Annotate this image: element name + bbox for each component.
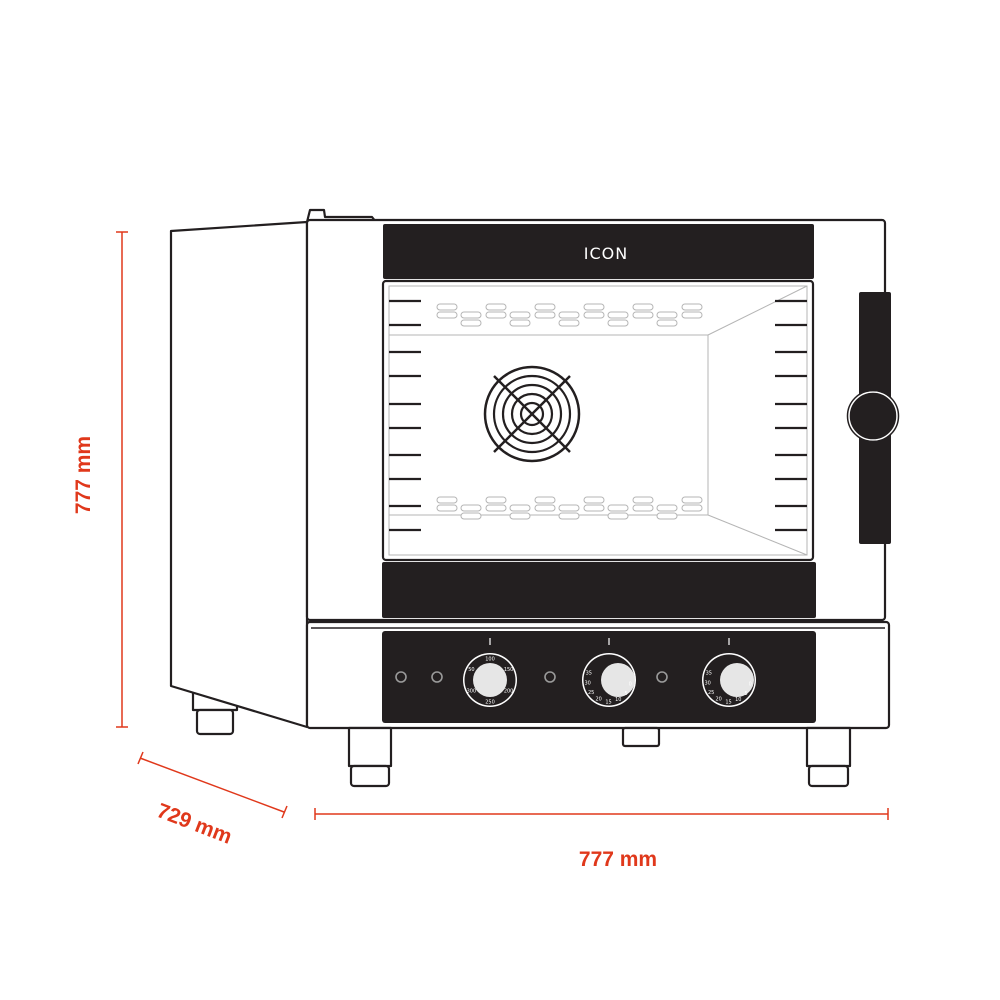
vent-slot xyxy=(656,512,678,520)
indicator-light-1 xyxy=(395,671,407,683)
vent-slot xyxy=(534,504,556,512)
knob-scale-label: 15 xyxy=(605,699,611,705)
knob-scale-label: 10 xyxy=(615,697,621,703)
vent-slot xyxy=(583,303,605,311)
vent-slot xyxy=(656,311,678,319)
vent-slot xyxy=(436,504,458,512)
knob-scale-label: 35 xyxy=(706,670,712,676)
indicator-light-3 xyxy=(544,671,556,683)
vent-slot xyxy=(485,311,507,319)
depth-dimension-label: 729 mm xyxy=(154,799,235,849)
knob-scale-label: 150 xyxy=(504,667,514,673)
foot-front-right xyxy=(805,726,852,788)
indicator-light-4 xyxy=(656,671,668,683)
door-header-band xyxy=(383,224,814,279)
vent-slot xyxy=(607,311,629,319)
oven-side-panel xyxy=(169,220,309,729)
vent-slot xyxy=(436,496,458,504)
vent-slot xyxy=(436,311,458,319)
knob-scale-label: 100 xyxy=(485,656,495,662)
vent-slot xyxy=(460,512,482,520)
vent-slot xyxy=(485,504,507,512)
temperature-knob[interactable]: 50 100 150 200 250 300 xyxy=(463,638,517,707)
knob-scale-label: 30 xyxy=(585,681,591,687)
oven-cavity xyxy=(381,279,815,562)
temperature-knob-scale: 50 100 150 200 250 300 xyxy=(467,656,514,705)
brand-label: ICON xyxy=(584,244,628,263)
knob-scale-label: 30 xyxy=(705,681,711,687)
vent-slot xyxy=(534,311,556,319)
vent-slot xyxy=(583,311,605,319)
door-handle[interactable] xyxy=(846,292,900,544)
vent-slot xyxy=(509,504,531,512)
vent-slot xyxy=(607,512,629,520)
rack-rails-left xyxy=(389,299,421,532)
door-bottom-band xyxy=(382,562,816,618)
indicator-light-2 xyxy=(431,671,443,683)
knob-scale-label: 0 xyxy=(629,682,632,688)
vent-slot xyxy=(681,311,703,319)
height-dimension xyxy=(116,231,128,728)
knob-scale-label: 0 xyxy=(749,682,752,688)
vent-slot xyxy=(534,496,556,504)
knob-scale-label: 300 xyxy=(467,689,477,695)
rack-rails-right xyxy=(775,299,807,532)
vent-slot xyxy=(485,496,507,504)
knob-scale-label: 25 xyxy=(588,690,594,696)
vent-slot xyxy=(558,319,580,327)
vent-slot xyxy=(656,504,678,512)
vent-slot xyxy=(558,504,580,512)
knob-scale-label: 250 xyxy=(485,699,495,705)
width-dimension-label: 777 mm xyxy=(579,848,657,871)
vent-slot xyxy=(583,496,605,504)
vent-slot xyxy=(632,303,654,311)
vent-slot xyxy=(681,496,703,504)
vent-slot xyxy=(632,311,654,319)
vent-slot xyxy=(607,504,629,512)
height-dimension-label: 777 mm xyxy=(72,436,95,514)
fan-guard-icon xyxy=(483,365,581,463)
knob-scale-label: 10 xyxy=(735,697,741,703)
vent-slot xyxy=(460,504,482,512)
vent-slots-top xyxy=(436,303,703,327)
vent-slot xyxy=(607,319,629,327)
vent-slot xyxy=(632,504,654,512)
knob-scale-label: 20 xyxy=(716,697,722,703)
knob-scale-label: 200 xyxy=(504,689,514,695)
vent-slot xyxy=(681,504,703,512)
vent-slot xyxy=(558,311,580,319)
vent-slot xyxy=(681,303,703,311)
vent-slot xyxy=(509,319,531,327)
depth-dimension xyxy=(137,751,288,819)
width-dimension xyxy=(314,808,889,820)
vent-slots-bottom xyxy=(436,496,703,520)
indicator-lights xyxy=(395,671,668,683)
foot-front-left xyxy=(347,726,393,788)
vent-slot xyxy=(583,504,605,512)
knob-scale-label: 35 xyxy=(586,670,592,676)
knob-scale-label: 15 xyxy=(725,699,731,705)
vent-slot xyxy=(558,512,580,520)
vent-slot xyxy=(509,311,531,319)
foot-front-center xyxy=(621,726,661,748)
knob-scale-label: 25 xyxy=(708,690,714,696)
vent-slot xyxy=(460,311,482,319)
door-handle-knob[interactable] xyxy=(848,391,898,441)
knob-scale-label: 20 xyxy=(596,697,602,703)
vent-slot xyxy=(534,303,556,311)
vent-slot xyxy=(656,319,678,327)
vent-slot xyxy=(632,496,654,504)
vent-slot xyxy=(460,319,482,327)
vent-slot xyxy=(509,512,531,520)
knob-scale-label: 50 xyxy=(468,667,474,673)
vent-slot xyxy=(485,303,507,311)
vent-slot xyxy=(436,303,458,311)
knob-scale-label: 5 xyxy=(745,691,748,697)
knob-scale-label: 5 xyxy=(625,691,628,697)
